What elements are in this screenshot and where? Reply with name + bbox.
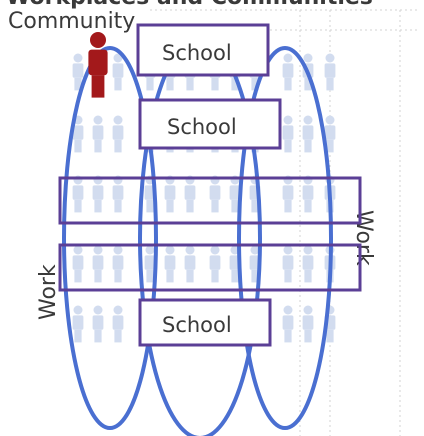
connector-lines xyxy=(58,176,362,292)
person-icon xyxy=(282,53,294,91)
community-ellipse-left xyxy=(62,46,158,430)
person-icon xyxy=(72,245,84,283)
person-icon xyxy=(112,245,124,283)
person-icon xyxy=(112,175,124,213)
person-icon-highlighted xyxy=(88,32,108,98)
person-icon xyxy=(282,115,294,153)
person-icon xyxy=(72,175,84,213)
person-icon xyxy=(92,245,104,283)
community-ellipse-middle xyxy=(138,36,262,436)
highlighted-person-icon xyxy=(88,32,108,98)
person-icon xyxy=(184,245,196,283)
section-label: Community xyxy=(8,9,135,34)
side-label-right: Work xyxy=(351,210,376,266)
person-icon xyxy=(144,245,156,283)
person-icon xyxy=(324,53,336,91)
person-icon xyxy=(72,53,84,91)
person-icon xyxy=(324,115,336,153)
header-title: Workplaces and Communities xyxy=(6,0,373,10)
person-icon xyxy=(184,175,196,213)
person-icon xyxy=(164,245,176,283)
school-label-bottom: School xyxy=(162,313,232,337)
school-label-top: School xyxy=(162,41,232,65)
person-icon xyxy=(209,175,221,213)
person-icon xyxy=(164,175,176,213)
person-icon xyxy=(112,115,124,153)
grid-lines xyxy=(140,9,420,436)
community-ellipses xyxy=(62,36,333,436)
person-icon xyxy=(302,175,314,213)
person-icon xyxy=(92,305,104,343)
person-icon xyxy=(302,245,314,283)
person-icon xyxy=(72,115,84,153)
person-icon xyxy=(282,175,294,213)
side-label-left: Work xyxy=(36,264,61,320)
person-icon xyxy=(302,115,314,153)
person-icon xyxy=(112,53,124,91)
person-icon xyxy=(209,245,221,283)
school-box-top: School xyxy=(136,23,270,77)
school-label-middle: School xyxy=(167,115,237,139)
school-boxes: School School School xyxy=(136,23,282,347)
school-box-bottom: School xyxy=(138,298,272,347)
person-icon xyxy=(92,115,104,153)
person-icon xyxy=(112,305,124,343)
person-icon xyxy=(92,175,104,213)
person-icon xyxy=(282,305,294,343)
person-icon xyxy=(302,305,314,343)
school-box-middle: School xyxy=(138,98,282,150)
community-ellipse-right xyxy=(237,46,333,430)
person-icon xyxy=(282,245,294,283)
person-icon xyxy=(72,305,84,343)
